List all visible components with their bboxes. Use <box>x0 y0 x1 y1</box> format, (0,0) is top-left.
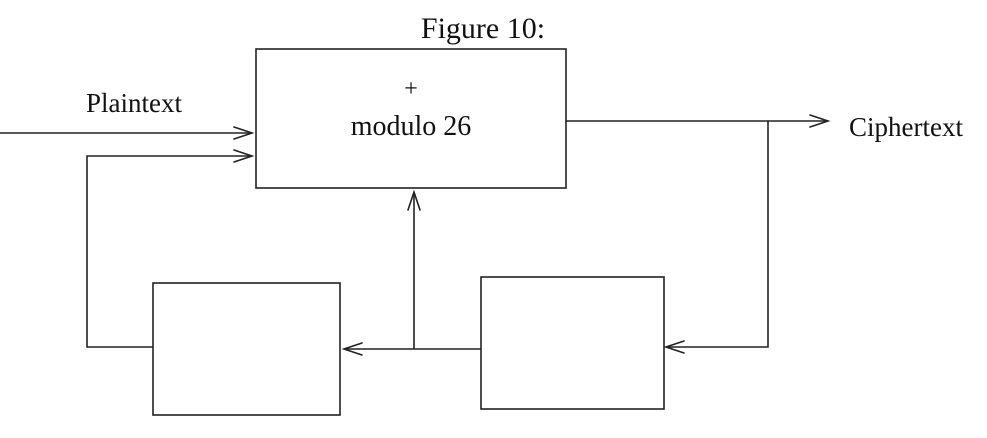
adder-operator: + <box>404 76 418 102</box>
left-register-box <box>152 282 341 416</box>
left-feedback-line <box>86 155 252 348</box>
ciphertext-feedback-line <box>666 121 769 348</box>
right-register-box <box>480 276 665 410</box>
adder-label: modulo 26 <box>351 111 472 142</box>
adder-box <box>255 48 567 189</box>
left-register-arrowhead <box>341 342 363 356</box>
ciphertext-label: Ciphertext <box>849 112 963 142</box>
plaintext-arrowhead <box>233 126 255 140</box>
right-register-arrowhead <box>663 340 685 354</box>
plaintext-label: Plaintext <box>86 88 182 118</box>
key-tap-arrowhead <box>407 189 421 211</box>
figure-caption: Figure 10: <box>421 12 545 45</box>
ciphertext-arrowhead <box>809 114 831 128</box>
left-feedback-arrowhead <box>233 149 255 163</box>
